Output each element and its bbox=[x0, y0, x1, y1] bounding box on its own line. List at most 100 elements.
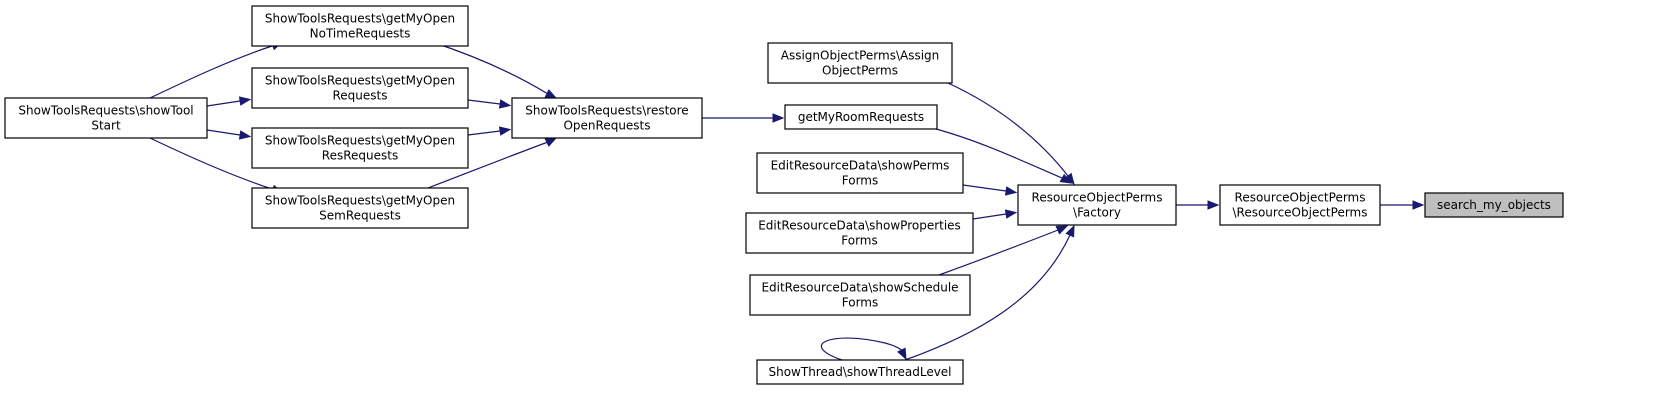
edge-line bbox=[467, 130, 501, 136]
node-search[interactable]: search_my_objects bbox=[1424, 192, 1564, 218]
node-box bbox=[251, 187, 469, 229]
node-box bbox=[784, 104, 938, 130]
edge-line bbox=[938, 229, 1059, 276]
node-box bbox=[1219, 184, 1381, 226]
edge-line bbox=[904, 234, 1071, 361]
edge-restore-to-room bbox=[702, 113, 785, 123]
edge-line bbox=[947, 82, 1069, 177]
edge-resReq-to-restore bbox=[467, 126, 512, 136]
node-factory[interactable]: ResourceObjectPerms\Factory bbox=[1017, 184, 1177, 226]
edge-line bbox=[467, 99, 501, 105]
node-box bbox=[251, 67, 469, 109]
node-label-line: Forms bbox=[842, 174, 878, 188]
edge-line bbox=[820, 337, 905, 361]
node-label-line: NoTimeRequests bbox=[310, 27, 411, 41]
node-label-line: ShowToolsRequests\getMyOpen bbox=[265, 12, 455, 26]
node-label-line: EditResourceData\showSchedule bbox=[761, 281, 958, 295]
arrowhead-icon bbox=[1055, 225, 1069, 235]
node-label-line: SemRequests bbox=[319, 209, 401, 223]
node-label-line: EditResourceData\showProperties bbox=[758, 219, 961, 233]
edge-line bbox=[935, 128, 1063, 179]
arrowhead-icon bbox=[1004, 209, 1018, 219]
node-label-line: ShowToolsRequests\restore bbox=[525, 104, 688, 118]
node-assign[interactable]: AssignObjectPerms\AssignObjectPerms bbox=[767, 42, 953, 84]
edge-showToolStart-to-openReq bbox=[206, 96, 252, 107]
edge-rop-to-search bbox=[1380, 200, 1425, 210]
arrowhead-icon bbox=[1065, 224, 1075, 238]
node-label-line: ResRequests bbox=[322, 149, 398, 163]
node-label-line: Start bbox=[91, 119, 121, 133]
node-label-line: ResourceObjectPerms bbox=[1032, 191, 1163, 205]
nodes-layer: ShowToolsRequests\showToolStartShowTools… bbox=[4, 5, 1564, 385]
edge-assign-to-factory bbox=[947, 82, 1075, 186]
edge-line bbox=[149, 137, 273, 190]
arrowhead-icon bbox=[1412, 200, 1425, 210]
node-label-line: AssignObjectPerms\Assign bbox=[781, 49, 940, 63]
node-thread[interactable]: ShowThread\showThreadLevel bbox=[756, 359, 964, 385]
node-label-line: ShowToolsRequests\getMyOpen bbox=[265, 134, 455, 148]
edge-line bbox=[972, 213, 1007, 220]
node-box bbox=[756, 359, 964, 385]
node-label-line: ShowToolsRequests\showTool bbox=[18, 104, 193, 118]
node-label-line: ShowToolsRequests\getMyOpen bbox=[265, 74, 455, 88]
node-label-line: ShowThread\showThreadLevel bbox=[768, 365, 951, 379]
arrowhead-icon bbox=[544, 137, 558, 147]
edge-room-to-factory bbox=[935, 128, 1073, 184]
node-box bbox=[767, 42, 953, 84]
node-rop[interactable]: ResourceObjectPerms\ResourceObjectPerms bbox=[1219, 184, 1381, 226]
edge-openReq-to-restore bbox=[467, 99, 512, 109]
node-box bbox=[1424, 192, 1564, 218]
arrowhead-icon bbox=[772, 113, 785, 123]
edge-thread-to-factory bbox=[904, 224, 1075, 361]
arrowhead-icon bbox=[498, 99, 512, 109]
node-label-line: OpenRequests bbox=[563, 119, 650, 133]
node-label-line: Forms bbox=[842, 296, 878, 310]
arrowhead-icon bbox=[238, 130, 252, 140]
arrowhead-icon bbox=[498, 126, 512, 136]
node-label-line: \Factory bbox=[1073, 206, 1121, 220]
edge-sched-to-factory bbox=[938, 225, 1069, 276]
edge-perms-to-factory bbox=[962, 184, 1018, 196]
node-box bbox=[756, 152, 964, 194]
node-box bbox=[251, 127, 469, 169]
edge-line bbox=[962, 184, 1007, 192]
edge-line bbox=[149, 45, 273, 99]
node-label-line: Forms bbox=[841, 234, 877, 248]
node-label-line: ShowToolsRequests\getMyOpen bbox=[265, 194, 455, 208]
arrowhead-icon bbox=[238, 96, 252, 106]
arrowhead-icon bbox=[544, 89, 558, 99]
node-noTime[interactable]: ShowToolsRequests\getMyOpenNoTimeRequest… bbox=[251, 5, 469, 47]
edge-line bbox=[427, 141, 549, 189]
node-label-line: EditResourceData\showPerms bbox=[771, 159, 950, 173]
edge-thread-to-thread bbox=[820, 337, 907, 361]
node-label-line: getMyRoomRequests bbox=[798, 110, 924, 124]
arrowhead-icon bbox=[1207, 200, 1220, 210]
edge-noTime-to-restore bbox=[431, 41, 558, 99]
node-box bbox=[749, 274, 971, 316]
node-box bbox=[4, 97, 208, 139]
node-label-line: ObjectPerms bbox=[822, 64, 898, 78]
node-box bbox=[511, 97, 703, 139]
edge-line bbox=[431, 41, 549, 95]
edge-props-to-factory bbox=[972, 209, 1018, 220]
edge-showToolStart-to-resReq bbox=[206, 129, 252, 140]
node-room[interactable]: getMyRoomRequests bbox=[784, 104, 938, 130]
node-box bbox=[251, 5, 469, 47]
edge-factory-to-rop bbox=[1176, 200, 1220, 210]
node-label-line: search_my_objects bbox=[1437, 198, 1551, 212]
arrowhead-icon bbox=[1059, 173, 1073, 184]
arrowhead-icon bbox=[1004, 186, 1018, 196]
arrowhead-icon bbox=[897, 347, 907, 361]
node-label-line: Requests bbox=[333, 89, 388, 103]
node-label-line: \ResourceObjectPerms bbox=[1232, 206, 1367, 220]
edge-line bbox=[206, 129, 241, 136]
